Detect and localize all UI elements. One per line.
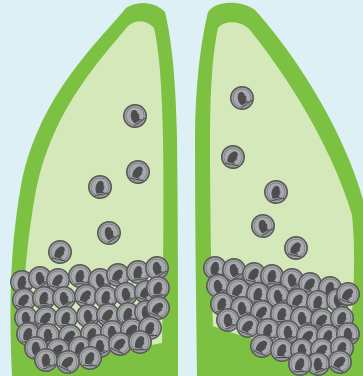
penny-coin-icon bbox=[128, 330, 151, 353]
right-lung bbox=[195, 3, 363, 376]
penny-coin-icon bbox=[78, 346, 102, 370]
penny-coin-icon bbox=[288, 352, 311, 375]
left-lung bbox=[9, 3, 178, 376]
